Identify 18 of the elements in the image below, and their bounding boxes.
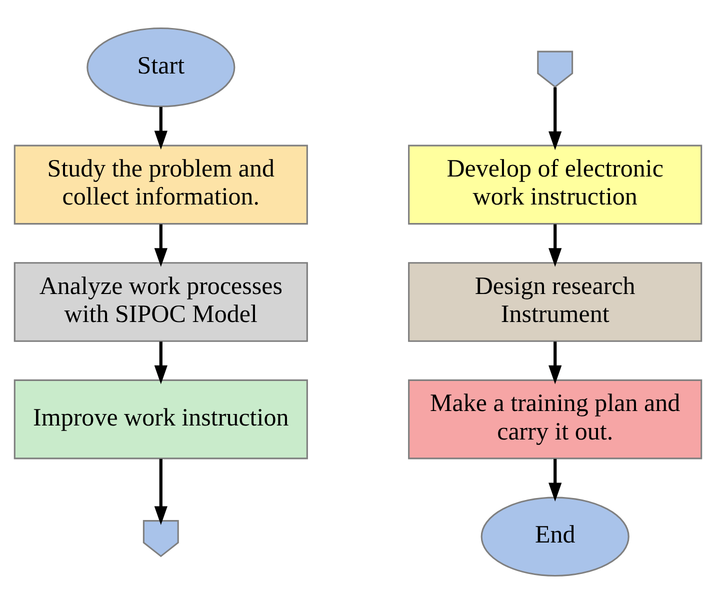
node-box: Make a training plan and carry it out.: [408, 379, 702, 460]
node-connector: [142, 520, 179, 558]
arrow: [154, 458, 168, 526]
node-box: Develop of electronic work instruction: [408, 144, 702, 225]
node-ellipse: Start: [86, 27, 236, 108]
node-ellipse: End: [480, 496, 630, 577]
node-box: Study the problem and collect information.: [14, 144, 308, 225]
node-connector: [537, 50, 574, 88]
arrow: [548, 458, 562, 502]
arrow: [154, 342, 168, 384]
arrow: [548, 224, 562, 267]
arrow: [548, 342, 562, 384]
node-box: Improve work instruction: [14, 379, 308, 460]
arrow: [548, 87, 562, 150]
node-box: Design research Instrument: [408, 262, 702, 342]
arrow: [154, 106, 168, 150]
node-box: Analyze work processes with SIPOC Model: [14, 262, 308, 342]
arrow: [154, 224, 168, 267]
